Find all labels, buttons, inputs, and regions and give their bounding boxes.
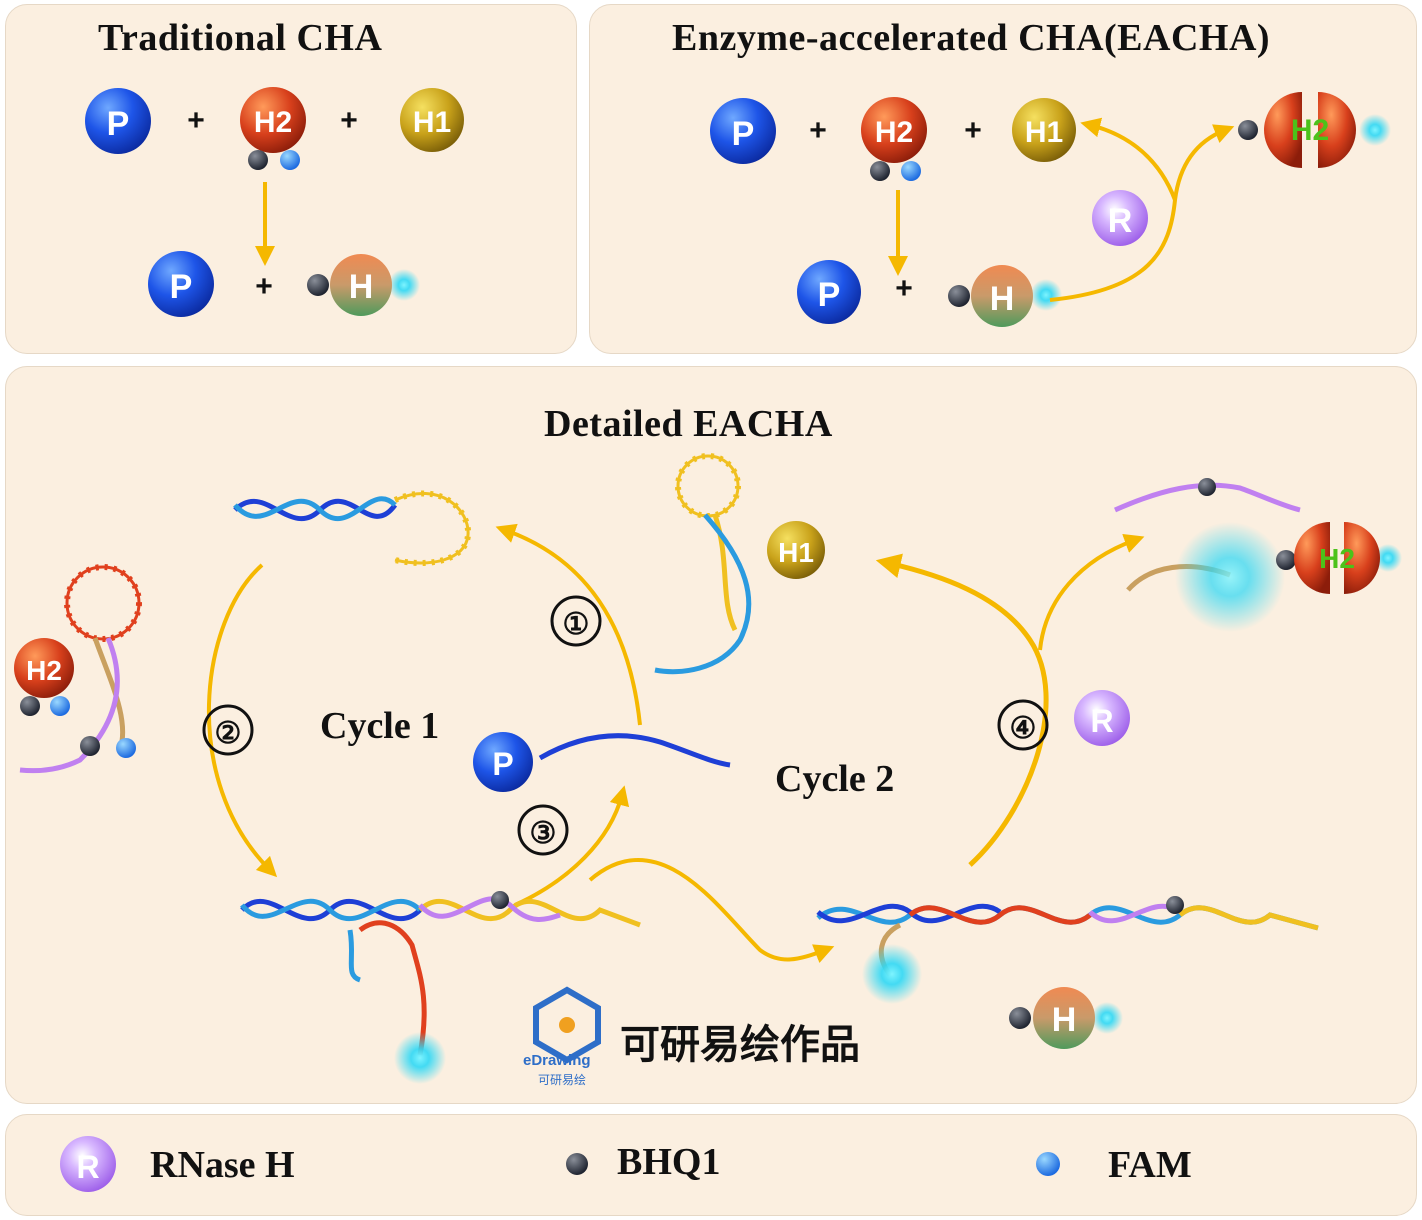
- title-eacha: Enzyme-accelerated CHA(EACHA): [672, 17, 1271, 59]
- cycle-2-label: Cycle 2: [775, 758, 895, 800]
- detailed-probe-sphere: P: [473, 732, 533, 792]
- svg-text:P: P: [170, 268, 193, 306]
- eacha-arrow-to-cleaved-h2: [1049, 124, 1235, 302]
- svg-text:R: R: [1090, 703, 1113, 739]
- legend-bhq1-icon: [566, 1153, 588, 1175]
- step-1-marker: ①: [550, 595, 602, 647]
- svg-text:②: ②: [215, 717, 242, 750]
- detailed-rnase-sphere: R: [1074, 690, 1130, 746]
- eacha-plus-1: +: [809, 114, 827, 147]
- trad-probe-sphere: P: [85, 88, 151, 154]
- legend-rnase-h-icon: R: [60, 1136, 116, 1192]
- edrawing-logo-icon: [533, 986, 601, 1064]
- svg-text:H2: H2: [1319, 543, 1355, 574]
- probe-h1-duplex-strand: [233, 490, 472, 566]
- svg-text:P: P: [732, 115, 755, 153]
- trad-h2-sphere: H2: [240, 87, 306, 170]
- svg-text:H1: H1: [1025, 116, 1063, 149]
- svg-text:H: H: [349, 268, 374, 306]
- fam-icon: [280, 150, 300, 170]
- trad-hybrid-h-sphere: H: [307, 254, 420, 316]
- eacha-h2-sphere: H2: [861, 97, 927, 181]
- cycle2-arrow-transfer: [588, 857, 835, 963]
- panel-legend: [5, 1114, 1417, 1216]
- h1-hairpin-strand: [654, 453, 752, 675]
- cycle-1-label: Cycle 1: [320, 705, 440, 747]
- svg-text:④: ④: [1010, 712, 1037, 745]
- cycle2-arrow-step4: [875, 553, 1049, 867]
- eacha-plus-2: +: [964, 114, 982, 147]
- probe-strand: [538, 733, 731, 768]
- cycle1-arrow-step1: [495, 523, 642, 726]
- detailed-h2-sphere: H2: [14, 638, 136, 758]
- watermark-text: 可研易绘作品: [620, 1022, 860, 1068]
- eacha-probe-sphere: P: [710, 98, 776, 164]
- svg-text:H2: H2: [26, 655, 62, 686]
- eacha-h1-sphere: H1: [1012, 98, 1076, 162]
- legend-bhq1-label: BHQ1: [617, 1141, 721, 1183]
- detailed-h1-sphere: H1: [767, 521, 825, 579]
- legend-fam-label: FAM: [1108, 1144, 1192, 1186]
- step-2-marker: ②: [202, 704, 254, 756]
- trad-plus-3: +: [255, 270, 273, 303]
- svg-text:③: ③: [530, 817, 557, 850]
- legend-fam-icon: [1036, 1152, 1060, 1176]
- detailed-hybrid-h-sphere: H: [1009, 987, 1123, 1049]
- legend-rnase-h-label: RNase H: [150, 1144, 295, 1186]
- eacha-probe-sphere-product: P: [797, 260, 861, 324]
- svg-text:R: R: [1108, 202, 1133, 240]
- cha-product-duplex: [816, 896, 1319, 1004]
- step-3-marker: ③: [517, 804, 569, 856]
- trad-plus-1: +: [187, 104, 205, 137]
- cycle2-arrow-release: [1038, 534, 1145, 651]
- title-traditional-cha: Traditional CHA: [98, 17, 383, 59]
- svg-text:H1: H1: [413, 106, 451, 139]
- svg-text:P: P: [492, 746, 513, 782]
- step-4-marker: ④: [997, 699, 1049, 751]
- cha-intermediate-complex: [240, 891, 641, 1084]
- svg-text:H2: H2: [254, 106, 292, 139]
- watermark-logo-cn: 可研易绘: [538, 1073, 587, 1087]
- eacha-cleaved-h2-sphere: H2: [1238, 92, 1391, 168]
- svg-text:P: P: [107, 105, 130, 143]
- panel-traditional-cha: [5, 4, 577, 354]
- trad-plus-2: +: [340, 104, 358, 137]
- svg-text:H2: H2: [875, 116, 913, 149]
- svg-text:P: P: [818, 276, 841, 314]
- eacha-hybrid-h-sphere: H: [948, 265, 1062, 327]
- trad-probe-sphere-product: P: [148, 251, 214, 317]
- svg-text:H: H: [1052, 1001, 1077, 1039]
- svg-text:R: R: [76, 1149, 99, 1185]
- detailed-cleaved-h2-sphere: H2: [1276, 522, 1402, 594]
- eacha-arrow-to-h1: [1080, 117, 1177, 201]
- svg-text:①: ①: [563, 608, 590, 641]
- cycle1-arrow-step3: [514, 785, 630, 907]
- bhq1-icon: [248, 150, 268, 170]
- eacha-plus-3: +: [895, 272, 913, 305]
- svg-text:H1: H1: [778, 537, 814, 568]
- svg-text:H: H: [990, 280, 1015, 318]
- svg-text:H2: H2: [1291, 114, 1329, 147]
- eacha-rnase-sphere: R: [1092, 190, 1148, 246]
- title-detailed-eacha: Detailed EACHA: [544, 403, 833, 445]
- trad-h1-sphere: H1: [400, 88, 464, 152]
- released-strands: [1113, 478, 1301, 632]
- cycle1-arrow-step2: [207, 563, 278, 878]
